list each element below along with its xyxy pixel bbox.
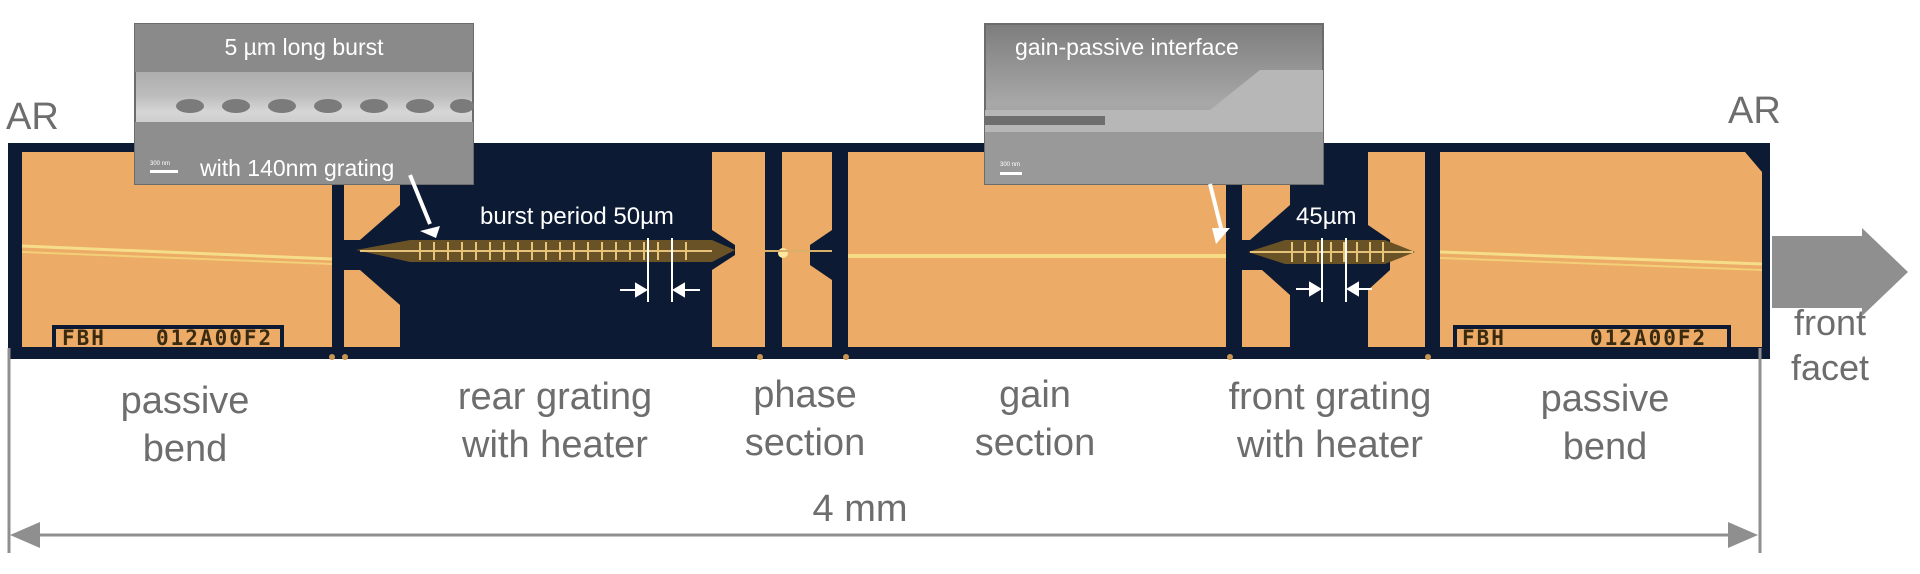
rear-sem-inset (134, 23, 474, 185)
section-line: bend (142, 427, 228, 470)
length-label: 4 mm (812, 488, 908, 530)
front-facet-label: front facet (1770, 300, 1890, 390)
front-inset-pointer (1208, 183, 1230, 244)
section-line: phase (753, 374, 857, 416)
section-phase: phase section (700, 372, 910, 467)
burst-period-label: burst period 50µm (480, 203, 674, 230)
section-line: with heater (462, 423, 648, 466)
section-line: passive (1540, 378, 1670, 420)
section-line: section (974, 421, 1096, 464)
phase-section-dot (778, 248, 788, 258)
section-line: passive (120, 380, 250, 422)
section-rear-grating: rear grating with heater (420, 374, 690, 469)
section-passive-bend-left: passive bend (70, 378, 300, 473)
section-line: section (744, 421, 866, 464)
chip-mark-id-right: 012A00F2 (1590, 326, 1708, 350)
front-facet-line2: facet (1790, 347, 1870, 388)
front-output-arrow (1772, 228, 1908, 316)
front-sem-inset (984, 23, 1324, 185)
front-inset-scale: 300 nm (1000, 162, 1021, 168)
passive-bend-right-pad (1440, 152, 1762, 347)
section-gain: gain section (930, 372, 1140, 467)
section-front-grating: front grating with heater (1185, 374, 1475, 469)
rear-inset-caption: with 140nm grating (200, 155, 395, 181)
rear-inset-title: 5 µm long burst (224, 34, 384, 60)
section-line: gain (999, 374, 1071, 416)
section-line: with heater (1237, 423, 1423, 466)
front-period-label: 45µm (1296, 203, 1357, 230)
burst-period-marker (620, 238, 700, 302)
waveguide-left (21, 244, 333, 261)
rear-grating-right-pad (712, 152, 765, 347)
ar-label-right: AR (1728, 90, 1781, 132)
rear-inset-pointer (408, 174, 440, 238)
chip-mark-fbh-left: FBH (62, 326, 106, 350)
section-line: front grating (1228, 376, 1432, 418)
front-facet-line1: front (1793, 302, 1867, 343)
rear-inset-scale: 300 nm (150, 161, 171, 167)
length-dimension (7, 348, 1762, 553)
section-line: rear grating (457, 376, 653, 418)
section-passive-bend-right: passive bend (1490, 376, 1720, 471)
phase-section-pad (782, 152, 832, 347)
waveguide-right (1439, 250, 1763, 266)
rear-grating-lower-pad (344, 270, 400, 347)
front-period-marker (1296, 238, 1372, 302)
chip-mark-fbh-right: FBH (1462, 326, 1506, 350)
front-grating-lower-pad (1242, 270, 1290, 347)
section-line: bend (1562, 425, 1648, 468)
ar-label-left: AR (6, 96, 59, 138)
chip-mark-id-left: 012A00F2 (156, 326, 274, 350)
front-inset-title: gain-passive interface (1015, 34, 1239, 60)
